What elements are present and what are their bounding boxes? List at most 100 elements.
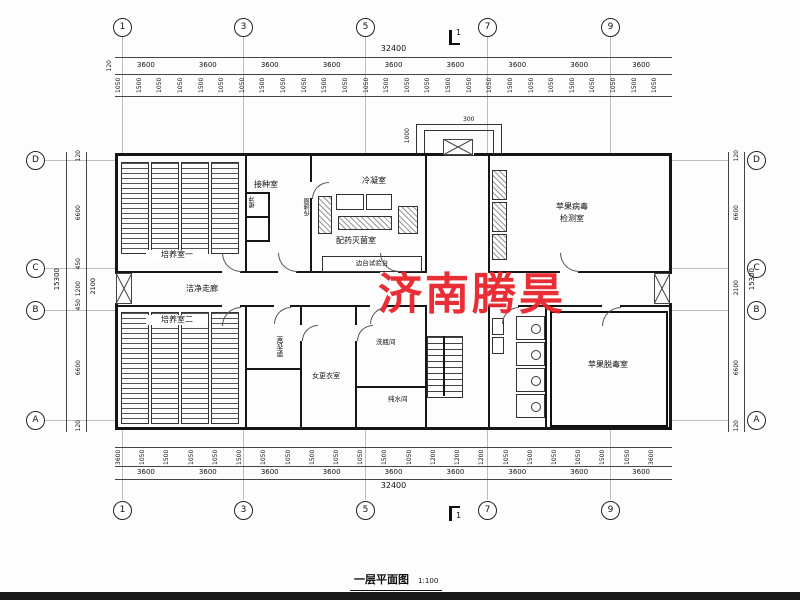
dim-value: 1500 [259,77,267,94]
dim-value: 1500 [599,449,607,466]
dim-value: 1050 [575,449,583,466]
wall [518,305,602,307]
grid-bubble-bottom-7: 7 [478,501,497,520]
dim-value: 3600 [384,468,403,476]
grid-line [243,36,244,154]
dim-value: 6600 [75,360,82,376]
dim-value: 1050 [548,77,556,94]
grid-bubble-top-7: 7 [478,18,497,37]
dim-value: 1050 [139,449,147,466]
dim-value: 1050 [610,77,617,94]
dim-value: 1200 [478,449,486,466]
culture-rack [181,162,209,254]
grid-line [122,36,123,154]
dim-value: 3600 [570,468,589,476]
entrance-double-door-icon [443,139,473,155]
grid-bubble-left-c: C [26,259,45,278]
toilet-stall [516,368,545,392]
equipment-bench [338,216,392,230]
dim-value: 3600 [198,61,217,69]
dim-value: 1050 [284,449,292,466]
dim-value: 450 [75,299,82,311]
section-marker-line [449,506,452,521]
dim-value: 1050 [403,77,411,94]
dim-line [86,152,87,432]
grid-bubble-top-5: 5 [356,18,375,37]
culture-rack [151,162,179,254]
dim-value: 3600 [198,468,217,476]
dim-value: 3600 [570,61,589,69]
dim-value: 1500 [383,77,391,94]
dim-value: 1500 [381,449,389,466]
equipment-incubator [492,170,507,200]
dim-value: 3600 [260,468,279,476]
grid-bubble-right-c: C [747,259,766,278]
wall [300,305,302,325]
wall [488,153,490,273]
wall [386,305,427,307]
dim-value: 1050 [332,449,340,466]
wall [310,153,312,182]
dim-row-bottom-sub: 3600 1050 1500 1050 1050 1500 1050 1050 1500 1050… [115,449,672,466]
dim-value: 1500 [630,77,638,94]
dim-value: 6600 [75,205,82,221]
wall [115,305,222,307]
dim-line [115,96,672,97]
room-label-virus-free: 苹果脱毒室 [588,360,628,369]
grid-bubble-bottom-3: 3 [234,501,253,520]
wall [620,305,672,307]
section-marker-line [449,30,452,45]
dim-value: 1050 [280,77,287,94]
door-arc [222,253,241,272]
room-label-dispensing-sterilizing: 配药灭菌室 [336,236,376,245]
dim-value: 1500 [445,77,452,94]
grid-line [672,420,728,421]
grid-line [610,36,611,154]
dim-value: 3600 [115,449,122,466]
dim-left-corridor: 2100 [89,278,97,295]
wall [355,305,357,325]
dim-value: 450 [75,258,82,270]
section-marker-label: 1 [456,28,462,37]
wall [240,271,278,273]
dim-value: 1050 [115,77,122,94]
grid-bubble-left-b: B [26,301,45,320]
grid-bubble-top-1: 1 [113,18,132,37]
dim-value: 1500 [236,449,244,466]
dim-value: 3600 [647,449,655,466]
wall [245,240,270,242]
dim-value: 1500 [506,77,514,94]
wall [669,303,672,430]
dim-value: 1050 [362,77,370,94]
wall [115,153,118,274]
dim-value: 1050 [187,449,195,466]
grid-line [44,160,115,161]
grid-bubble-bottom-1: 1 [113,501,132,520]
dim-value: 3600 [508,468,527,476]
wall [669,153,672,274]
grid-line [365,430,366,500]
room-label-pure-water: 纯水间 [388,395,408,403]
dim-value: 1050 [486,77,494,94]
door-arc [602,307,621,326]
wall [545,305,547,429]
wall [300,341,302,429]
dim-row-top-sub: 1050 1500 1050 1050 1500 1050 1050 1500 1050 1050… [115,77,672,94]
wall [115,303,118,430]
grid-bubble-bottom-9: 9 [601,501,620,520]
dim-line [115,479,672,480]
culture-rack [121,312,149,424]
grid-line [44,268,115,269]
wall [488,271,560,273]
room-label-virus-test-1: 苹果病毒 [556,202,588,211]
dim-value: 3600 [632,468,650,476]
room-label-side-bench: 边台试验台 [355,259,389,267]
dim-value: 3600 [446,61,465,69]
grid-bubble-bottom-5: 5 [356,501,375,520]
dim-value: 1050 [405,449,413,466]
dim-porch-step: 300 [463,116,475,123]
dim-value: 1050 [651,77,659,94]
